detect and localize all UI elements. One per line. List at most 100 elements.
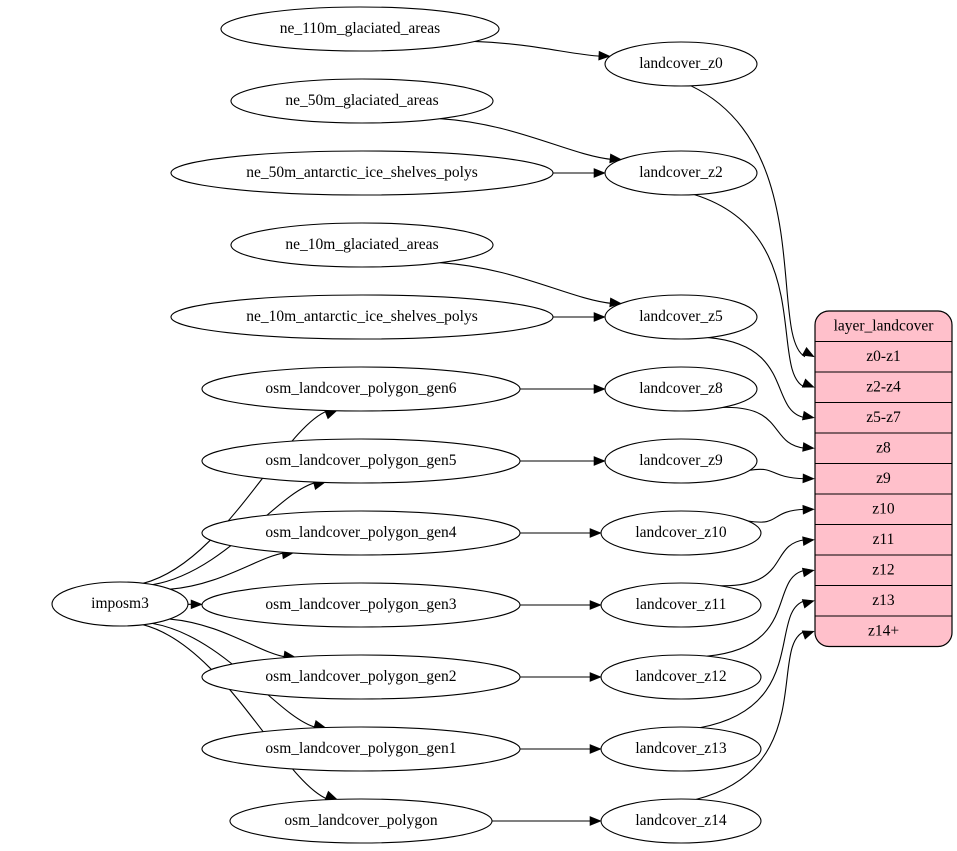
- input-node-osm_landcover_polygon_gen3[interactable]: osm_landcover_polygon_gen3: [201, 582, 521, 628]
- node-label: landcover_z14: [635, 812, 726, 829]
- node-label: imposm3: [91, 595, 149, 612]
- layer-node-landcover_z14[interactable]: landcover_z14: [600, 798, 762, 844]
- layer-node-landcover_z10[interactable]: landcover_z10: [600, 510, 762, 556]
- node-shape: [230, 78, 494, 124]
- node-shape: [201, 366, 521, 412]
- edge: [520, 384, 606, 394]
- edge-layer: [142, 40, 815, 826]
- edge: [553, 168, 606, 178]
- table-row[interactable]: z2-z4: [815, 371, 952, 395]
- node-layer: imposm3 ne_110m_glaciated_areas ne_50m_gla…: [51, 6, 762, 844]
- table-row[interactable]: z14+: [815, 615, 952, 639]
- input-node-osm_landcover_polygon_gen4[interactable]: osm_landcover_polygon_gen4: [201, 510, 521, 556]
- edge: [492, 816, 602, 826]
- node-shape: [229, 798, 493, 844]
- layer-node-landcover_z0[interactable]: landcover_z0: [604, 41, 758, 87]
- node-label: landcover_z8: [639, 380, 723, 397]
- node-shape: [604, 438, 758, 484]
- node-shape: [604, 41, 758, 87]
- input-node-osm_landcover_polygon_gen1[interactable]: osm_landcover_polygon_gen1: [201, 726, 521, 772]
- table-row-label: z8: [876, 439, 891, 456]
- node-label: osm_landcover_polygon_gen3: [265, 596, 456, 613]
- input-node-ne_110m_glaciated_areas[interactable]: ne_110m_glaciated_areas: [220, 6, 500, 52]
- edge: [720, 536, 815, 587]
- input-node-osm_landcover_polygon_gen6[interactable]: osm_landcover_polygon_gen6: [201, 366, 521, 412]
- edge: [690, 85, 815, 358]
- node-label: landcover_z2: [639, 164, 723, 181]
- node-shape: [51, 581, 189, 627]
- table-row-label: z5-z7: [866, 409, 901, 426]
- table-row[interactable]: z9: [815, 462, 952, 487]
- input-node-ne_50m_glaciated_areas[interactable]: ne_50m_glaciated_areas: [230, 78, 494, 124]
- node-label: osm_landcover_polygon_gen1: [265, 740, 456, 757]
- edge: [520, 672, 602, 682]
- input-node-osm_landcover_polygon_gen2[interactable]: osm_landcover_polygon_gen2: [201, 654, 521, 700]
- node-label: landcover_z9: [639, 452, 723, 469]
- node-label: ne_110m_glaciated_areas: [280, 20, 440, 37]
- node-label: osm_landcover_polygon_gen5: [265, 452, 456, 469]
- node-shape: [201, 582, 521, 628]
- table-row[interactable]: z11: [815, 523, 952, 548]
- layer-node-landcover_z13[interactable]: landcover_z13: [600, 726, 762, 772]
- table-row[interactable]: z13: [815, 584, 952, 609]
- table-row-label: z9: [876, 470, 891, 487]
- table-row[interactable]: z10: [815, 493, 952, 517]
- node-label: ne_10m_antarctic_ice_shelves_polys: [246, 308, 478, 325]
- node-shape: [201, 438, 521, 484]
- layer-node-landcover_z5[interactable]: landcover_z5: [604, 294, 758, 340]
- node-shape: [600, 798, 762, 844]
- edge: [187, 599, 203, 610]
- edge: [170, 549, 295, 590]
- table-row-label: z12: [872, 561, 894, 578]
- source-node-imposm3[interactable]: imposm3: [51, 581, 189, 627]
- input-node-osm_landcover_polygon[interactable]: osm_landcover_polygon: [229, 798, 493, 844]
- table-row[interactable]: z5-z7: [815, 401, 952, 426]
- table-row[interactable]: z0-z1: [815, 340, 952, 365]
- table-outline: [814, 310, 953, 648]
- table-layer: layer_landcover z0-z1 z2-z4 z5-z7 z8 z9 z10 z11…: [814, 310, 953, 648]
- node-label: ne_50m_antarctic_ice_shelves_polys: [246, 164, 478, 181]
- node-shape: [201, 510, 521, 556]
- layer-node-landcover_z9[interactable]: landcover_z9: [604, 438, 758, 484]
- edge: [748, 504, 815, 523]
- table-row[interactable]: z12: [815, 554, 952, 578]
- edge: [143, 410, 338, 584]
- input-node-ne_50m_antarctic_ice_shelves_polys[interactable]: ne_50m_antarctic_ice_shelves_polys: [170, 150, 554, 196]
- edge: [722, 406, 815, 452]
- edge: [520, 528, 602, 538]
- input-node-ne_10m_antarctic_ice_shelves_polys[interactable]: ne_10m_antarctic_ice_shelves_polys: [170, 294, 554, 340]
- edge: [696, 630, 815, 800]
- edge: [520, 600, 602, 610]
- edge: [520, 744, 602, 754]
- table-title-label: layer_landcover: [834, 317, 935, 334]
- layer-node-landcover_z8[interactable]: landcover_z8: [604, 366, 758, 412]
- edge: [553, 312, 606, 322]
- input-node-ne_10m_glaciated_areas[interactable]: ne_10m_glaciated_areas: [230, 222, 494, 268]
- table-row-label: z13: [872, 592, 895, 609]
- layer-landcover-table[interactable]: layer_landcover z0-z1 z2-z4 z5-z7 z8 z9 z10 z11…: [814, 310, 953, 648]
- table-row-label: z14+: [868, 622, 899, 639]
- edge: [169, 618, 296, 661]
- node-shape: [220, 6, 500, 52]
- node-label: landcover_z5: [639, 308, 723, 325]
- node-shape: [604, 150, 758, 196]
- table-row-label: z10: [872, 500, 895, 517]
- layer-node-landcover_z12[interactable]: landcover_z12: [600, 654, 762, 700]
- edge: [142, 624, 338, 800]
- table-header-row[interactable]: layer_landcover: [834, 317, 935, 334]
- layer-node-landcover_z2[interactable]: landcover_z2: [604, 150, 758, 196]
- layer-node-landcover_z11[interactable]: landcover_z11: [600, 582, 762, 628]
- node-shape: [230, 222, 494, 268]
- node-label: ne_10m_glaciated_areas: [285, 236, 438, 253]
- node-label: osm_landcover_polygon_gen4: [265, 524, 456, 541]
- edge: [440, 262, 622, 308]
- table-row-label: z2-z4: [866, 378, 901, 395]
- node-label: landcover_z0: [639, 55, 723, 72]
- table-row[interactable]: z8: [815, 432, 952, 456]
- node-shape: [170, 294, 554, 340]
- node-shape: [604, 366, 758, 412]
- node-shape: [201, 654, 521, 700]
- node-shape: [600, 582, 762, 628]
- input-node-osm_landcover_polygon_gen5[interactable]: osm_landcover_polygon_gen5: [201, 438, 521, 484]
